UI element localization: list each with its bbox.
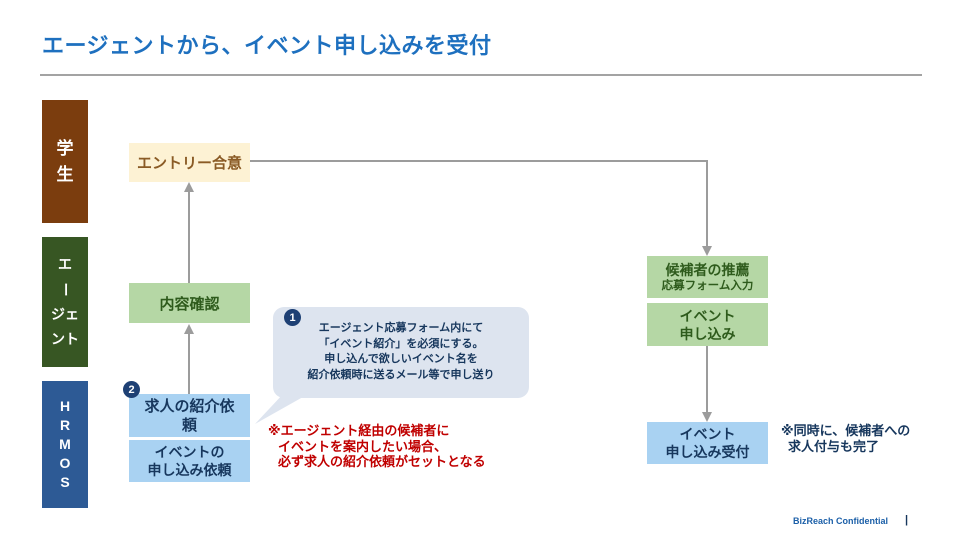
- flow-box-candidate-recommendation: 候補者の推薦 応募フォーム入力: [647, 256, 768, 298]
- side-note: ※同時に、候補者への 求人付与も完了: [781, 423, 910, 455]
- arrowhead-up: [184, 324, 194, 334]
- flow-box-label: イベント: [679, 307, 736, 324]
- lane-student: 学 生: [42, 100, 88, 223]
- lane-agent-line: ジェ: [51, 306, 79, 322]
- number-badge-2: 2: [123, 381, 140, 398]
- lane-hrmos-char: M: [59, 436, 71, 452]
- lane-hrmos: H R M O S: [42, 381, 88, 508]
- number-badge-1: 1: [284, 309, 301, 326]
- flow-box-label: 申し込み: [679, 325, 736, 342]
- lane-hrmos-char: R: [59, 417, 71, 433]
- flow-box-label: 頼: [181, 416, 197, 434]
- lane-student-char: 生: [56, 164, 74, 184]
- speech-bubble-line: エージェント応募フォーム内にて: [318, 322, 484, 334]
- flow-box-event-application-reception: イベント 申し込み受付: [647, 422, 768, 464]
- page-title: エージェントから、イベント申し込みを受付: [42, 33, 492, 58]
- flow-box-entry-agree: エントリー合意: [129, 143, 250, 182]
- flow-box-label: 候補者の推薦: [665, 261, 750, 278]
- lane-hrmos-char: S: [60, 474, 70, 490]
- flow-box-label: 申し込み依頼: [147, 462, 232, 478]
- lane-agent: エ ー ジェ ント: [42, 237, 88, 367]
- flow-box-job-referral-request: 求人の紹介依 頼: [129, 394, 250, 437]
- lane-agent-line: エ: [58, 256, 72, 272]
- lane-agent-line: ー: [57, 282, 74, 297]
- arrowhead-down: [702, 412, 712, 422]
- red-caution-note-line: 必ず求人の紹介依頼がセットとなる: [278, 454, 486, 469]
- red-caution-note-line: ※エージェント経由の候補者に: [268, 423, 450, 438]
- flow-box-label: イベントの: [154, 444, 225, 460]
- red-caution-note-line: イベントを案内したい場合、: [278, 438, 448, 454]
- flow-box-sublabel: 応募フォーム入力: [661, 279, 754, 292]
- flow-box-event-application: イベント 申し込み: [647, 303, 768, 346]
- speech-bubble: エージェント応募フォーム内にて 「イベント紹介」を必須にする。 申し込んで欲しい…: [273, 307, 529, 398]
- speech-bubble-line: 紹介依頼時に送るメール等で申し送り: [307, 368, 495, 381]
- flow-box-label: エントリー合意: [136, 155, 242, 172]
- lane-hrmos-char: H: [59, 398, 71, 414]
- flow-box-content-check: 内容確認: [129, 283, 250, 323]
- flow-box-label: 求人の紹介依: [144, 397, 235, 415]
- flow-box-label: イベント: [679, 426, 736, 442]
- flow-box-label: 内容確認: [159, 295, 220, 313]
- red-caution-note: ※エージェント経由の候補者に イベントを案内したい場合、 必ず求人の紹介依頼がセ…: [268, 423, 486, 470]
- flow-box-label: 申し込み受付: [665, 444, 750, 460]
- footer-confidential-label: BizReach Confidential: [793, 516, 889, 526]
- flow-box-event-application-request: イベントの 申し込み依頼: [129, 440, 250, 482]
- arrowhead-up: [184, 182, 194, 192]
- speech-bubble-line: 申し込んで欲しいイベント名を: [324, 353, 478, 365]
- footer-divider: |: [905, 514, 909, 526]
- arrowhead-down: [702, 246, 712, 256]
- lane-student-char: 学: [56, 138, 74, 158]
- lane-agent-line: ント: [51, 331, 79, 347]
- speech-bubble-line: 「イベント紹介」を必須にする。: [318, 337, 484, 350]
- side-note-line: 求人付与も完了: [788, 439, 880, 454]
- side-note-line: ※同時に、候補者への: [781, 423, 911, 438]
- title-divider-line: [40, 74, 922, 76]
- lane-hrmos-char: O: [59, 455, 71, 471]
